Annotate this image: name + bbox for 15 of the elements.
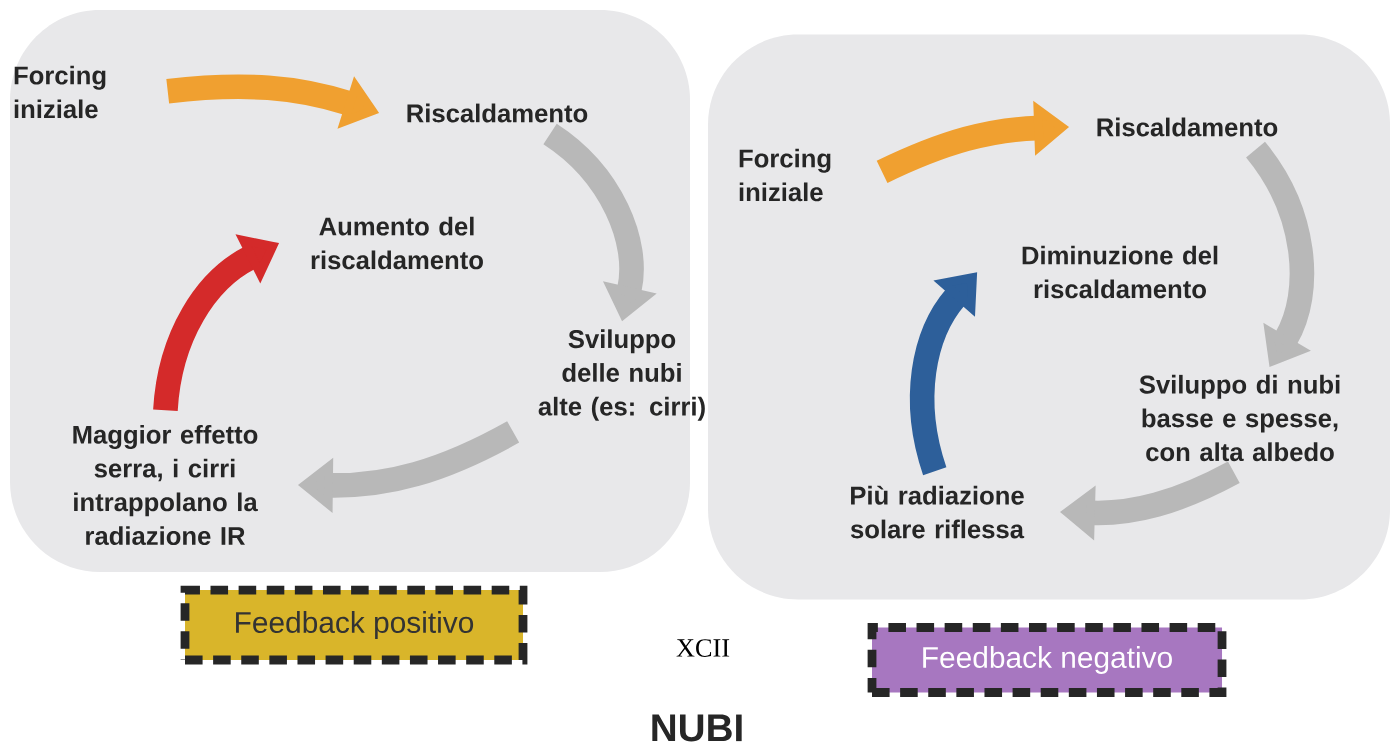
page-number: XCII (676, 639, 730, 657)
step-text: Maggior effetto serra, i cirri intrappolano la radiazione IR (73, 425, 258, 546)
feedback-box: Feedback negativo (867, 623, 1227, 697)
step-text: Sviluppo di nubi basse e spesse, con alta albedo (1139, 374, 1340, 462)
step-text: Aumento del riscaldamento (311, 216, 483, 270)
step-text: Forcing iniziale (739, 148, 831, 202)
step-text: Riscaldamento (1097, 117, 1278, 137)
step-text: Sviluppo delle nubi alte (es: cirri) (538, 329, 705, 421)
step-text: Forcing iniziale (14, 65, 106, 119)
feedback-box: Feedback positivo (180, 585, 528, 665)
step-text: Più radiazione solare riflessa (850, 485, 1025, 539)
step-text: Riscaldamento (407, 103, 588, 123)
title: NUBI (652, 714, 742, 742)
step-text: Diminuzione del riscaldamento (1022, 245, 1218, 299)
panel-background (708, 34, 1390, 600)
